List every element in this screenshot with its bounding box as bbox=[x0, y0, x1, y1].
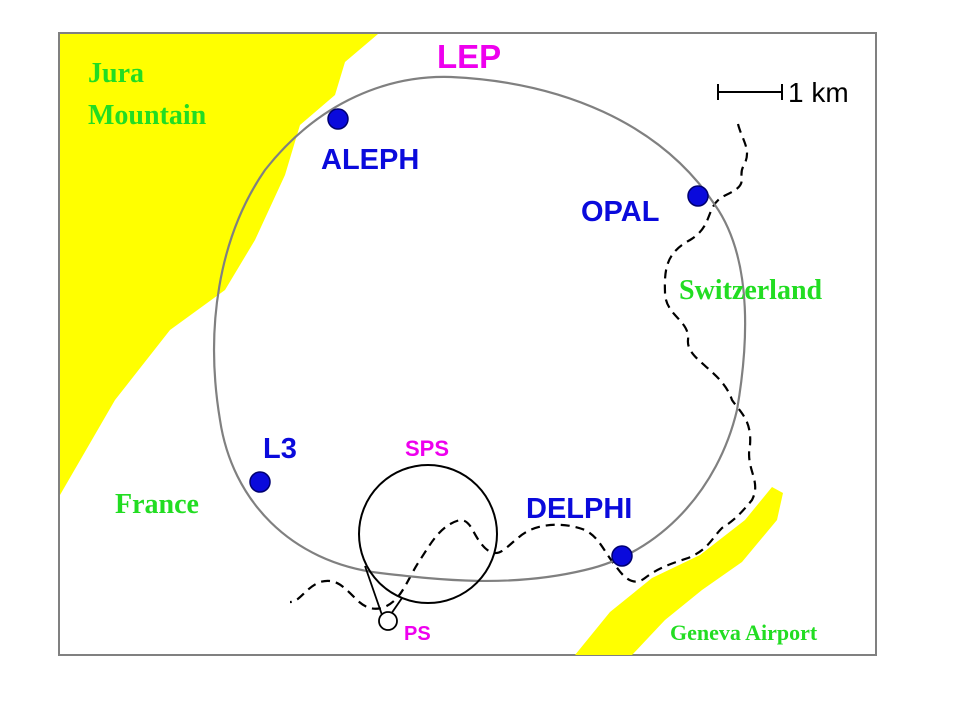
sps-label: SPS bbox=[405, 436, 449, 461]
switzerland-label: Switzerland bbox=[679, 275, 823, 306]
france-label: France bbox=[115, 489, 199, 520]
ps-transfer-line-2 bbox=[390, 597, 403, 615]
scale-bar bbox=[717, 84, 783, 100]
opal-detector-dot bbox=[687, 185, 709, 207]
country-border bbox=[289, 123, 757, 610]
jura-mountain-region bbox=[60, 34, 378, 495]
geneva-airport-label: Geneva Airport bbox=[670, 620, 818, 645]
scale-label: 1 km bbox=[788, 77, 849, 108]
l3-label: L3 bbox=[263, 433, 297, 465]
delphi-detector-dot bbox=[611, 545, 633, 567]
ps-transfer-line bbox=[364, 565, 383, 616]
geneva-airport-strip bbox=[575, 487, 783, 655]
aleph-label: ALEPH bbox=[321, 144, 419, 176]
ps-label: PS bbox=[404, 623, 431, 645]
jura-label-line1: Jura bbox=[88, 58, 144, 89]
aleph-detector-dot bbox=[327, 108, 349, 130]
l3-detector-dot bbox=[249, 471, 271, 493]
opal-label: OPAL bbox=[581, 196, 659, 228]
lep-label: LEP bbox=[437, 38, 501, 75]
lep-ring bbox=[213, 75, 747, 583]
delphi-label: DELPHI bbox=[526, 493, 632, 525]
jura-label-line2: Mountain bbox=[88, 100, 207, 131]
sps-ring bbox=[358, 464, 498, 604]
ps-ring bbox=[378, 611, 398, 631]
